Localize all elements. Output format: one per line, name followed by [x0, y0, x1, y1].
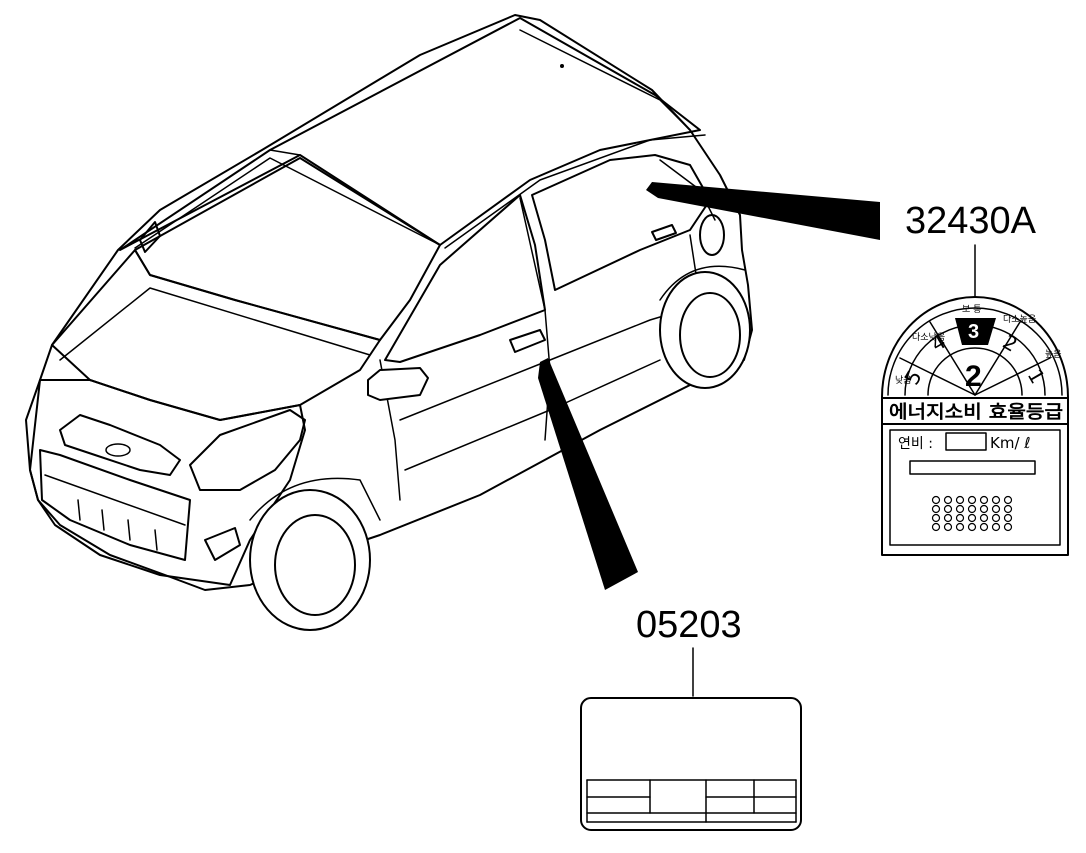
- grid-dot: [979, 522, 989, 532]
- grid-dot: [967, 495, 977, 505]
- grid-dot: [967, 504, 977, 514]
- grid-dot: [991, 522, 1001, 532]
- energy-efficiency-label: 낮음 다소낮음 보 통 다소높음 높음 5 4 3 2 1 2 에너지소비 효율…: [881, 296, 1069, 556]
- fuel-economy-unit: Km/ ℓ: [990, 434, 1030, 452]
- grid-dot: [991, 513, 1001, 523]
- leader-wedge-efficiency: [646, 182, 880, 240]
- grid-dot: [1003, 495, 1013, 505]
- dial-text-high: 높음: [1045, 349, 1062, 360]
- grid-dot: [955, 513, 965, 523]
- grid-dot: [943, 522, 953, 532]
- grid-dot: [955, 522, 965, 532]
- selected-grade: 2: [965, 360, 982, 393]
- grid-dot: [979, 513, 989, 523]
- grid-dot: [979, 495, 989, 505]
- grid-dot: [991, 504, 1001, 514]
- dial-text-low: 낮음: [895, 375, 912, 386]
- leader-wedge-tire: [538, 358, 638, 590]
- grid-dot: [1003, 522, 1013, 532]
- grid-dot: [967, 522, 977, 532]
- dial-text-highish: 다소높음: [1003, 314, 1036, 325]
- dial-text-mid: 보 통: [962, 304, 981, 315]
- grid-dot: [931, 504, 941, 514]
- grid-dot: [1003, 513, 1013, 523]
- grid-dot: [943, 495, 953, 505]
- grade-3: 3: [968, 321, 979, 343]
- grid-dot: [943, 513, 953, 523]
- grid-dot: [931, 495, 941, 505]
- grid-dot: [931, 513, 941, 523]
- efficiency-label-part-number: 32430A: [905, 200, 1037, 242]
- dot-grid: [931, 495, 1013, 532]
- dial-text-lowish: 다소낮음: [912, 332, 945, 343]
- grid-dot: [991, 495, 1001, 505]
- grid-dot: [955, 504, 965, 514]
- grid-dot: [979, 504, 989, 514]
- grid-dot: [955, 495, 965, 505]
- grid-dot: [967, 513, 977, 523]
- fuel-economy-label: 연비 :: [898, 436, 933, 452]
- efficiency-label-title: 에너지소비 효율등급: [889, 402, 1063, 423]
- car-illustration: [25, 14, 753, 631]
- grid-dot: [931, 522, 941, 532]
- tire-label-part-number: 05203: [636, 604, 742, 646]
- tire-pressure-label: [580, 697, 802, 831]
- grid-dot: [1003, 504, 1013, 514]
- grid-dot: [943, 504, 953, 514]
